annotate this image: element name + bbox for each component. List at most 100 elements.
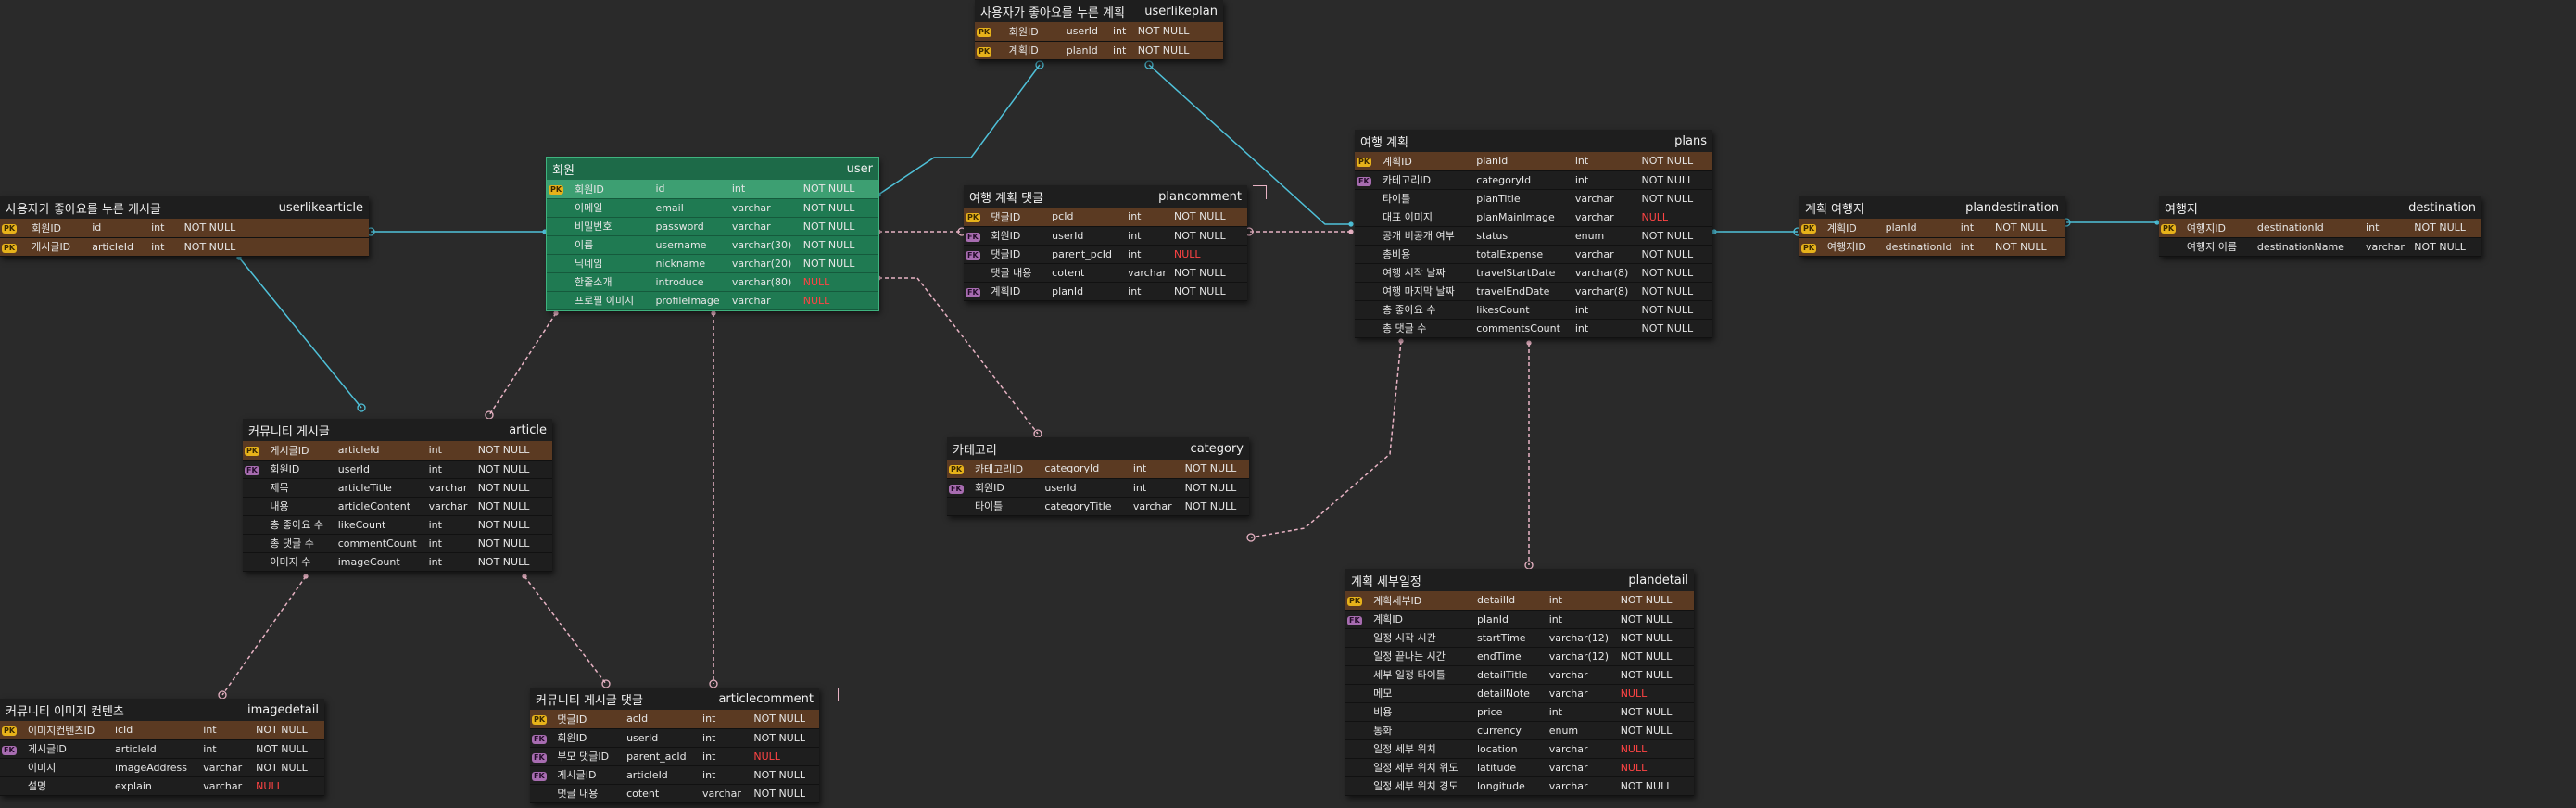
column-type: varchar [1571, 208, 1638, 227]
column-label: 총 댓글 수 [1378, 319, 1473, 338]
rel-user-category[interactable] [878, 277, 1039, 435]
rel-plans-userlikeplan[interactable] [1148, 64, 1351, 225]
rel-plans-category[interactable] [1250, 340, 1402, 538]
column-type: varchar [1571, 245, 1638, 264]
column-name: icId [110, 721, 200, 740]
rel-userlikearticle-article[interactable] [238, 257, 362, 409]
column-name: articleContent [334, 497, 425, 516]
rel-user-userlikeplan[interactable] [878, 64, 1041, 196]
rel-user-article[interactable] [488, 312, 557, 416]
rel-article-articlecomment[interactable] [524, 575, 607, 685]
table-label: 커뮤니티 이미지 컨텐츠 [6, 704, 124, 719]
key-cell [0, 776, 24, 796]
rel-article-imagedetail[interactable] [221, 575, 307, 696]
column-type: varchar(8) [1571, 282, 1638, 301]
